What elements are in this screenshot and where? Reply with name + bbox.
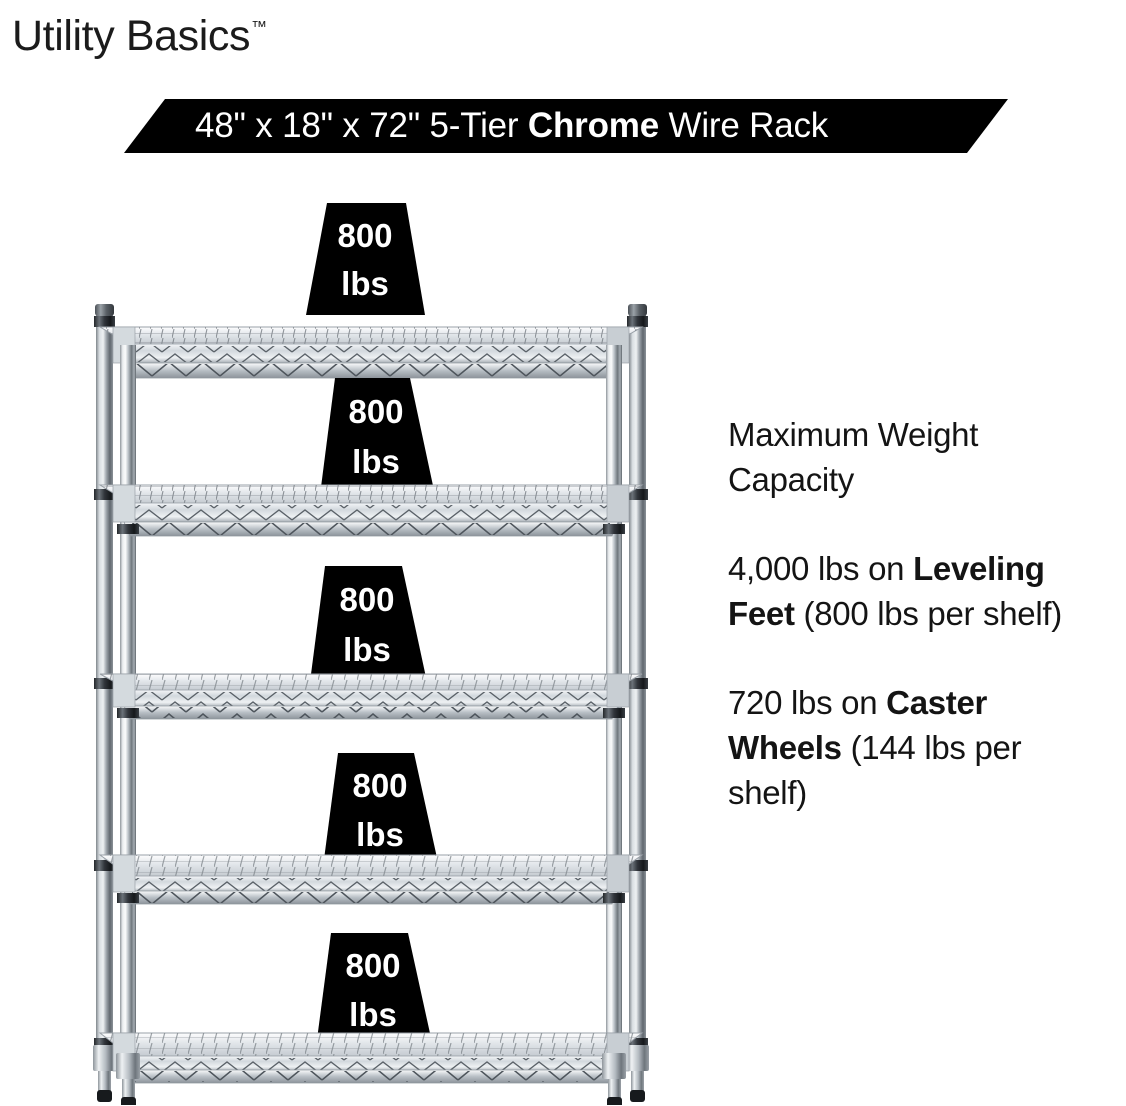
capacity-badge-value: 800 <box>337 217 392 254</box>
capacity-item-leveling-feet: 4,000 lbs on Leveling Feet (800 lbs per … <box>728 546 1100 636</box>
capacity-badge: 800 lbs <box>306 203 425 315</box>
wire-rack-illustration: 800 lbs 800 lbs <box>84 185 664 1105</box>
capacity-badge-value: 800 <box>345 947 400 984</box>
brand-logo: Utility Basics™ <box>12 2 267 62</box>
product-title-finish: Chrome <box>527 106 659 145</box>
rack-leveling-foot-back-right <box>626 1045 649 1102</box>
trademark-symbol: ™ <box>251 19 268 36</box>
capacity-item-caster-wheels: 720 lbs on Caster Wheels (144 lbs per sh… <box>728 680 1100 815</box>
rack-shelf-tier-3 <box>99 673 643 720</box>
capacity-item-tail: (144 lbs per shelf) <box>728 729 1022 811</box>
brand-name: Utility Basics <box>12 12 251 60</box>
rack-post-back-left <box>95 304 114 1071</box>
capacity-badge-value: 800 <box>348 393 403 430</box>
rack-shelf-tier-5 <box>98 1032 644 1084</box>
capacity-heading: Maximum Weight Capacity <box>728 416 979 498</box>
capacity-badge: 800 lbs <box>316 933 433 1047</box>
product-title: 48" x 18" x 72" 5-Tier Chrome Wire Rack <box>195 102 828 149</box>
capacity-badge-unit: lbs <box>356 816 404 853</box>
capacity-badge: 800 lbs <box>320 378 435 495</box>
rack-post-collars-back <box>94 316 648 1049</box>
product-title-dimensions: 48" x 18" x 72" 5-Tier <box>195 106 528 145</box>
capacity-item-lead: 4,000 lbs on <box>728 550 914 587</box>
capacity-copy-block: Maximum Weight Capacity 4,000 lbs on Lev… <box>728 412 1100 815</box>
rack-post-back-right <box>628 304 647 1071</box>
rack-shelf-tier-2 <box>98 484 644 537</box>
capacity-item-lead: 720 lbs on <box>728 684 887 721</box>
rack-leveling-foot-front-left <box>116 1053 140 1105</box>
capacity-item-emphasis: Leveling Feet <box>728 550 1045 632</box>
rack-leveling-foot-front-right <box>602 1053 626 1105</box>
capacity-badge-unit: lbs <box>341 265 389 302</box>
capacity-badge-value: 800 <box>339 581 394 618</box>
rack-shelf-tier-4 <box>98 854 644 905</box>
capacity-badge-unit: lbs <box>352 443 400 480</box>
capacity-item-tail: (800 lbs per shelf) <box>794 595 1063 632</box>
rack-shelf-tier-1 <box>98 326 644 379</box>
capacity-badge: 800 lbs <box>310 566 427 682</box>
capacity-badge-unit: lbs <box>349 996 397 1033</box>
rack-leveling-foot-back-left <box>93 1045 116 1102</box>
product-title-type: Wire Rack <box>658 106 829 145</box>
capacity-item-emphasis: Caster Wheels <box>728 684 988 766</box>
capacity-badge: 800 lbs <box>323 753 439 867</box>
capacity-badge-unit: lbs <box>343 631 391 668</box>
product-title-banner: 48" x 18" x 72" 5-Tier Chrome Wire Rack <box>124 99 1008 153</box>
capacity-badge-value: 800 <box>352 767 407 804</box>
